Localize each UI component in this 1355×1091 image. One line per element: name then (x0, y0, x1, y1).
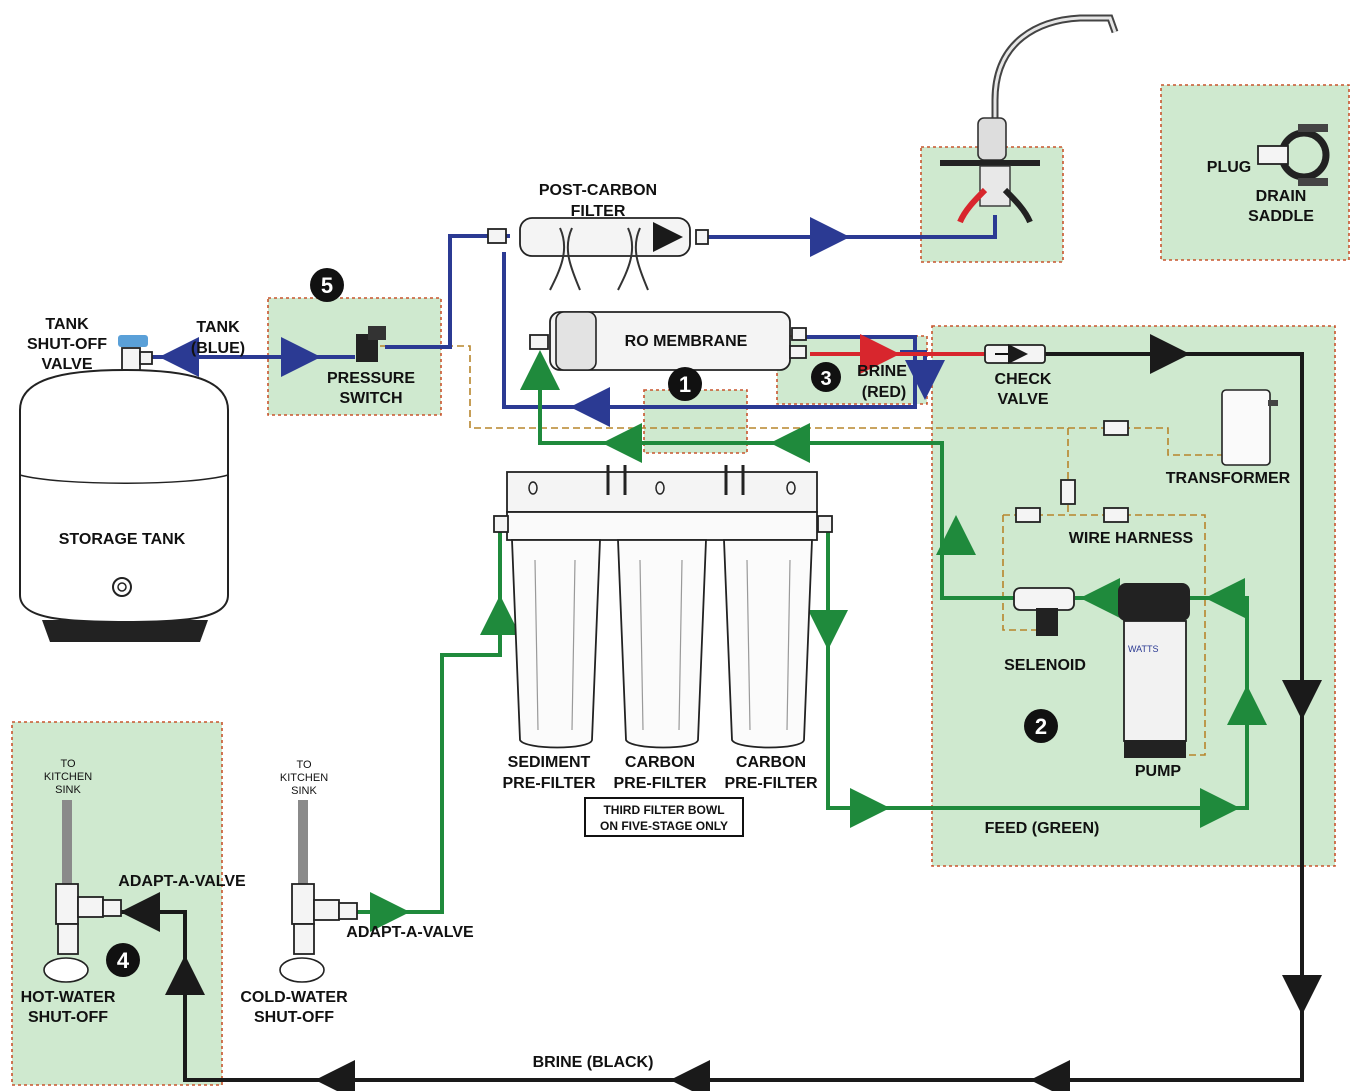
brine-red-label-1: BRINE (857, 363, 907, 380)
marker-2: 2 (1024, 709, 1058, 743)
drain-saddle-label-2: SADDLE (1248, 208, 1314, 225)
faucet-icon (940, 14, 1119, 224)
adapt-a-valve-cold-label: ADAPT-A-VALVE (346, 924, 474, 941)
post-carbon-filter-label-1: POST-CARBON (539, 182, 657, 199)
carbon-prefilter-1-label-2: PRE-FILTER (613, 775, 706, 792)
marker-4: 4 (106, 943, 140, 977)
post-carbon-filter-label-2: FILTER (571, 203, 626, 220)
carbon-prefilter-2-label-2: PRE-FILTER (724, 775, 817, 792)
cold-water-shutoff-label-2: SHUT-OFF (254, 1009, 334, 1026)
storage-tank-label: STORAGE TANK (59, 531, 186, 548)
transformer-label: TRANSFORMER (1166, 470, 1291, 487)
tank-blue-label-2: (BLUE) (191, 340, 245, 357)
check-valve-label-2: VALVE (998, 391, 1049, 408)
check-valve-label-1: CHECK (995, 371, 1052, 388)
pressure-switch-label-2: SWITCH (339, 390, 402, 407)
selenoid-label: SELENOID (1004, 657, 1086, 674)
pump-brand-text: WATTS (1128, 644, 1159, 654)
sediment-prefilter-label-1: SEDIMENT (508, 754, 591, 771)
hot-water-shutoff-label-1: HOT-WATER (21, 989, 116, 1006)
brine-black-label: BRINE (BLACK) (533, 1054, 654, 1071)
adapt-a-valve-hot-label: ADAPT-A-VALVE (118, 873, 246, 890)
black-brine-lines (120, 334, 1322, 1091)
svg-text:4: 4 (117, 948, 130, 973)
cold-water-shutoff-icon (279, 800, 358, 983)
tank-shutoff-label-1: TANK (45, 316, 89, 333)
third-filter-note-1: THIRD FILTER BOWL (603, 803, 724, 817)
to-kitchen-sink-cold-3: SINK (291, 785, 317, 797)
brine-red-label-2: (RED) (862, 384, 906, 401)
drain-saddle-label-1: DRAIN (1256, 188, 1307, 205)
svg-text:3: 3 (820, 368, 831, 390)
svg-text:5: 5 (321, 273, 333, 298)
third-filter-note-2: ON FIVE-STAGE ONLY (600, 819, 728, 833)
marker-5: 5 (310, 268, 344, 302)
storage-tank-icon (19, 368, 229, 642)
drain-saddle-icon (1257, 124, 1330, 186)
plug-label: PLUG (1207, 159, 1251, 176)
blue-product-lines (145, 215, 997, 427)
pre-filter-housing-icon (493, 465, 833, 749)
ro-membrane-icon (529, 311, 807, 371)
hot-water-shutoff-icon (43, 800, 122, 983)
carbon-prefilter-2-label-1: CARBON (736, 754, 806, 771)
pump-icon: WATTS (1118, 583, 1190, 758)
solenoid-icon (1013, 587, 1075, 636)
tank-shutoff-label-3: VALVE (42, 356, 93, 373)
svg-text:1: 1 (679, 372, 691, 397)
tank-blue-label-1: TANK (196, 319, 240, 336)
post-carbon-filter-icon (487, 217, 709, 291)
wire-harness-label: WIRE HARNESS (1069, 530, 1194, 547)
tank-shutoff-label-2: SHUT-OFF (27, 336, 107, 353)
svg-text:2: 2 (1035, 714, 1047, 739)
to-kitchen-sink-hot-3: SINK (55, 784, 81, 796)
wire-connector-icons (1015, 420, 1129, 523)
to-kitchen-sink-cold-1: TO (296, 759, 312, 771)
carbon-prefilter-1-label-1: CARBON (625, 754, 695, 771)
sediment-prefilter-label-2: PRE-FILTER (502, 775, 595, 792)
ro-membrane-label: RO MEMBRANE (625, 333, 748, 350)
hot-water-shutoff-label-2: SHUT-OFF (28, 1009, 108, 1026)
cold-water-shutoff-label-1: COLD-WATER (240, 989, 348, 1006)
pump-label: PUMP (1135, 763, 1182, 780)
to-kitchen-sink-hot-1: TO (60, 758, 76, 770)
third-filter-note-box (584, 797, 744, 837)
tank-valve-icon (118, 335, 153, 373)
pressure-switch-label-1: PRESSURE (327, 370, 415, 387)
transformer-icon (1221, 389, 1278, 466)
feed-green-label: FEED (GREEN) (985, 820, 1100, 837)
to-kitchen-sink-hot-2: KITCHEN (44, 771, 92, 783)
marker-1: 1 (668, 367, 702, 401)
to-kitchen-sink-cold-2: KITCHEN (280, 772, 328, 784)
green-feed-lines (355, 350, 1267, 932)
marker-3: 3 (811, 362, 841, 392)
pressure-switch-icon (356, 326, 386, 362)
